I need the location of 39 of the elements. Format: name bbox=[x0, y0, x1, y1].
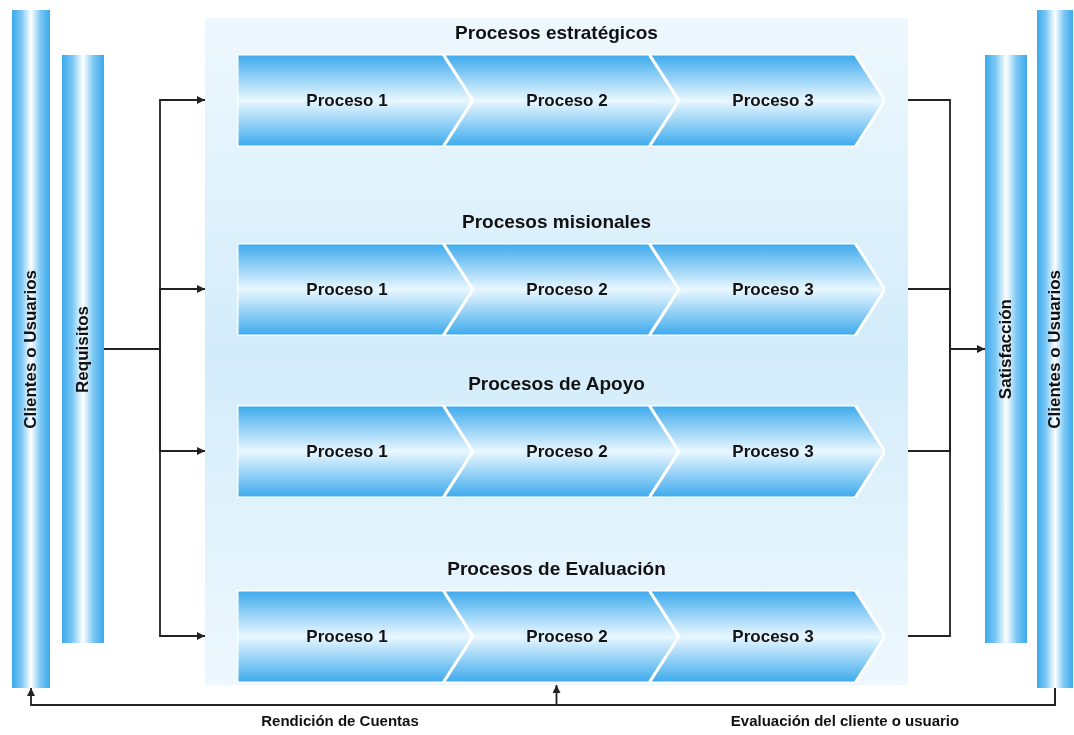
process-label: Proceso 2 bbox=[526, 441, 608, 462]
bar-label: Requisitos bbox=[73, 305, 93, 393]
process-step bbox=[649, 590, 885, 683]
process-step bbox=[649, 405, 885, 498]
process-step bbox=[649, 54, 885, 147]
process-label: Proceso 1 bbox=[306, 441, 388, 462]
process-label: Proceso 3 bbox=[732, 441, 814, 462]
process-step bbox=[443, 405, 679, 498]
process-label: Proceso 3 bbox=[732, 279, 814, 300]
vertical-bar bbox=[12, 10, 50, 688]
section-heading: Procesos de Apoyo bbox=[467, 372, 646, 396]
process-step bbox=[443, 243, 679, 336]
connector-arrow bbox=[907, 345, 986, 637]
connector-arrow bbox=[552, 684, 1056, 706]
panel-background bbox=[205, 18, 908, 685]
vertical-bar bbox=[62, 55, 104, 643]
process-label: Proceso 3 bbox=[732, 90, 814, 111]
process-label: Proceso 1 bbox=[306, 90, 388, 111]
process-step bbox=[237, 405, 473, 498]
section-heading: Procesos misionales bbox=[460, 210, 652, 234]
bar-label: Clientes o Usuarios bbox=[1045, 269, 1065, 429]
vertical-bar bbox=[1037, 10, 1073, 688]
process-label: Proceso 1 bbox=[306, 626, 388, 647]
process-step bbox=[237, 243, 473, 336]
process-label: Proceso 3 bbox=[732, 626, 814, 647]
process-label: Proceso 2 bbox=[526, 90, 608, 111]
edge-label: Evaluación del cliente o usuario bbox=[730, 712, 960, 729]
vertical-bar bbox=[985, 55, 1027, 643]
process-label: Proceso 2 bbox=[526, 626, 608, 647]
process-label: Proceso 1 bbox=[306, 279, 388, 300]
section-heading: Procesos estratégicos bbox=[454, 21, 659, 45]
section-heading: Procesos de Evaluación bbox=[446, 557, 667, 581]
bar-label: Clientes o Usuarios bbox=[21, 269, 41, 429]
process-step bbox=[649, 243, 885, 336]
process-step bbox=[443, 590, 679, 683]
edge-label: Rendición de Cuentas bbox=[261, 712, 419, 729]
process-label: Proceso 2 bbox=[526, 279, 608, 300]
process-step bbox=[237, 590, 473, 683]
bar-label: Satisfacción bbox=[996, 298, 1016, 400]
